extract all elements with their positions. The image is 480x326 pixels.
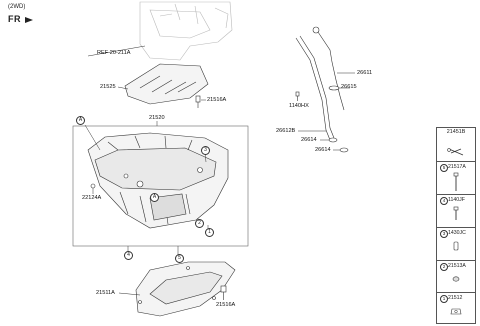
clip-icon [447,148,464,156]
legend-head-code[interactable]: 21451B [446,129,466,135]
part-21516a-top-label[interactable]: 21516A [207,97,227,103]
legend-row-5-code[interactable]: 21512 [448,295,463,301]
gasket-icon [450,308,462,315]
drivetrain-variant-label: (2WD) [8,4,26,10]
part-26614-b-label[interactable]: 26614 [315,147,331,153]
legend-row-3-num: 3 [440,230,448,238]
dipstick-tube-26612b [295,35,335,141]
callout-4[interactable]: 4 [124,251,133,260]
o-ring-26614-a [328,137,338,143]
callout-5[interactable]: 5 [175,254,184,263]
callout-3[interactable]: 3 [201,146,210,155]
legend-row-5: 1 21512 [437,292,475,324]
legend-row-5-num: 1 [440,295,448,303]
plug-22124a [90,183,96,189]
upper-oil-pan-21520 [87,132,229,229]
callout-1[interactable]: 1 [205,228,214,237]
callout-a-main[interactable]: A [76,116,85,125]
callout-2[interactable]: 2 [195,219,204,228]
legend-row-4-num: 2 [440,263,448,271]
leader-ref [87,45,146,57]
dipstick-26611 [312,26,345,111]
front-direction-text: FR [8,14,21,24]
o-ring-26615 [328,85,340,91]
legend-row-1: 5 21517A [437,161,475,195]
front-arrow-icon [25,16,34,23]
legend-row-4-code[interactable]: 21513A [448,263,466,269]
part-21511a-label[interactable]: 21511A [96,290,115,296]
bolt-21516a-top [195,95,201,108]
part-26615-label[interactable]: 26615 [341,84,357,90]
legend-row-1-code[interactable]: 21517A [448,164,466,170]
engine-block-reference [139,1,233,61]
leader-21525 [117,86,129,90]
leader-21511a [118,292,141,296]
dowel-pin-icon [453,241,459,251]
baffle-plate-21525 [124,63,209,105]
legend-row-2: 4 1140JF [437,194,475,228]
callout-a-pan[interactable]: A [150,193,159,202]
ref-label[interactable]: REF 20-211A [97,50,131,56]
part-26612b-label[interactable]: 26612B [276,128,296,134]
legend-row-3-code[interactable]: 1430JC [448,230,466,236]
part-22124a-label[interactable]: 22124A [82,195,102,201]
legend-row-2-num: 4 [440,197,448,205]
part-21525-label[interactable]: 21525 [100,84,116,90]
flange-bolt-icon [453,206,459,220]
legend-row-1-num: 5 [440,164,448,172]
oil-pan-group-box [72,125,249,247]
part-26611-label[interactable]: 26611 [357,70,373,76]
leader-callout-a [84,124,101,151]
legend-row-2-code[interactable]: 1140JF [448,197,465,203]
lower-oil-pan-21511a [135,261,236,317]
long-bolt-icon [453,172,459,191]
bolt-21516a-bottom [220,285,227,300]
part-26614-a-label[interactable]: 26614 [301,137,317,143]
part-21516a-bottom-label[interactable]: 21516A [216,302,236,308]
legend-row-4: 2 21513A [437,260,475,293]
part-1140hx-label[interactable]: 1140HX [289,103,309,109]
hardware-legend-table: 21451B 5 21517A 4 1140JF 3 1430JC 2 2151… [436,127,476,324]
drain-plug-icon [452,276,460,282]
part-21520-label[interactable]: 21520 [149,115,165,121]
bolt-1140hx [295,91,300,101]
o-ring-26614-b [339,147,349,153]
front-direction-label: FR [8,14,34,24]
legend-row-3: 3 1430JC [437,227,475,261]
